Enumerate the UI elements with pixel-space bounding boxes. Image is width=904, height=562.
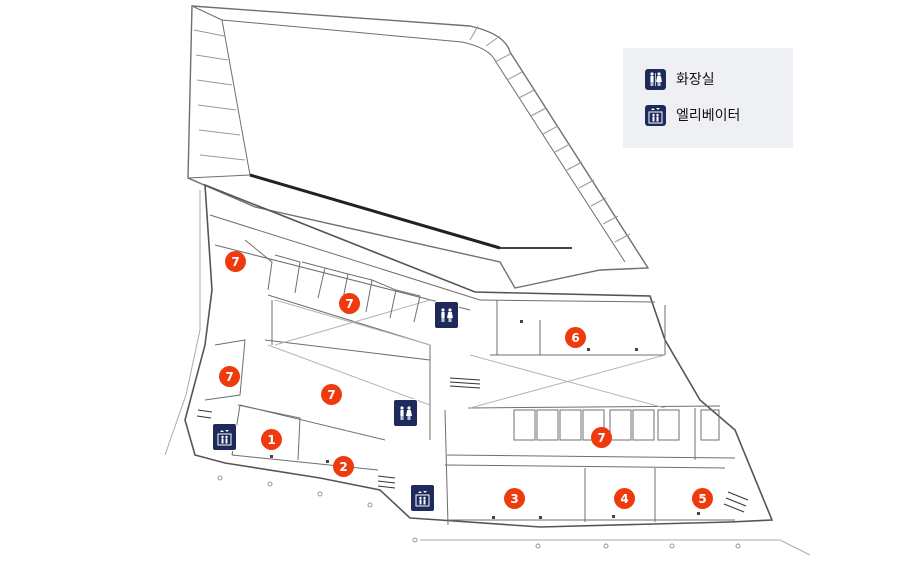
location-marker-5[interactable]: 5 [692, 488, 713, 509]
legend-restroom-label: 화장실 [676, 72, 715, 88]
elevator-icon[interactable] [410, 484, 435, 512]
location-marker-1[interactable]: 1 [261, 429, 282, 450]
location-marker-7[interactable]: 7 [225, 251, 246, 272]
location-marker-2[interactable]: 2 [333, 456, 354, 477]
location-marker-4[interactable]: 4 [614, 488, 635, 509]
location-marker-6[interactable]: 6 [565, 327, 586, 348]
legend-elevator-label: 엘리베이터 [676, 108, 741, 124]
map-legend: 화장실 엘리베이터 [623, 48, 793, 148]
location-marker-7[interactable]: 7 [219, 366, 240, 387]
elevator-icon [645, 104, 666, 126]
location-marker-3[interactable]: 3 [504, 488, 525, 509]
legend-restroom: 화장실 [645, 68, 793, 90]
restroom-icon[interactable] [393, 399, 418, 427]
restroom-icon [645, 68, 666, 90]
location-marker-7[interactable]: 7 [321, 384, 342, 405]
elevator-icon[interactable] [212, 423, 237, 451]
legend-elevator: 엘리베이터 [645, 104, 793, 126]
restroom-icon[interactable] [434, 301, 459, 329]
location-marker-7[interactable]: 7 [339, 293, 360, 314]
location-marker-7[interactable]: 7 [591, 427, 612, 448]
